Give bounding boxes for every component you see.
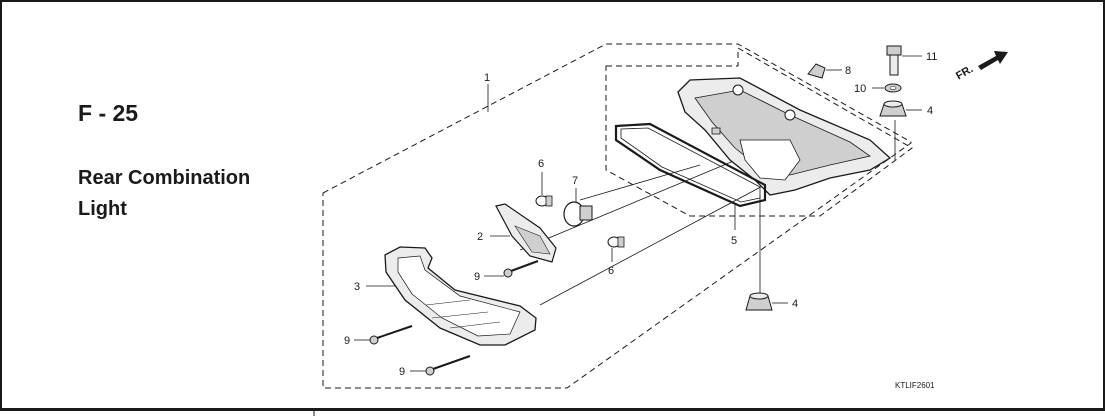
- callout-3: 3: [354, 281, 360, 293]
- bulb: [563, 188, 593, 227]
- lens: [366, 246, 537, 346]
- front-direction-arrow-icon: [978, 51, 1008, 70]
- wedge-bulb-lower: [607, 236, 625, 262]
- gasket-inner: [620, 127, 761, 203]
- callout-9-middle: 9: [344, 335, 350, 347]
- callout-4-upper: 4: [927, 105, 933, 117]
- callout-4-lower: 4: [792, 298, 798, 310]
- callout-1: 1: [484, 72, 490, 84]
- callout-11: 11: [926, 51, 937, 63]
- callout-6-lower: 6: [608, 265, 614, 277]
- screw-middle: [354, 325, 413, 345]
- housing-subassembly-outline: [605, 47, 913, 217]
- screw-lower: [410, 355, 471, 376]
- figure-code: KTLIF2601: [895, 381, 935, 390]
- callout-10: 10: [854, 83, 866, 95]
- page-title: F - 25: [78, 100, 139, 126]
- front-direction-indicator: FR.: [954, 51, 1008, 82]
- front-direction-label: FR.: [954, 63, 975, 82]
- gasket: [614, 122, 767, 208]
- grommet-lower: [745, 292, 788, 311]
- callout-5: 5: [731, 235, 737, 247]
- page-subtitle-line-1: Rear Combination: [78, 167, 251, 189]
- grommet-upper: [879, 100, 922, 117]
- callout-9-upper: 9: [474, 271, 480, 283]
- callout-8: 8: [845, 65, 851, 77]
- clip-nut: [807, 63, 842, 79]
- washer: [872, 83, 902, 93]
- page-subtitle-line-2: Light: [78, 198, 127, 220]
- light-housing: [677, 77, 892, 196]
- assembly-outline-1: [322, 43, 912, 389]
- screw-upper: [484, 260, 539, 278]
- callout-2: 2: [477, 231, 483, 243]
- bolt: [886, 45, 922, 76]
- callout-7: 7: [572, 175, 578, 187]
- wedge-bulb-upper: [535, 172, 553, 207]
- callout-labels: 1 2 3 4 4 5 6 6 7 8 9 9 9 10 11: [344, 51, 937, 378]
- callout-6-upper: 6: [538, 158, 544, 170]
- page-subtitle: Rear Combination Light: [78, 163, 250, 225]
- reflector-plate: [490, 203, 557, 263]
- callout-9-lower: 9: [399, 366, 405, 378]
